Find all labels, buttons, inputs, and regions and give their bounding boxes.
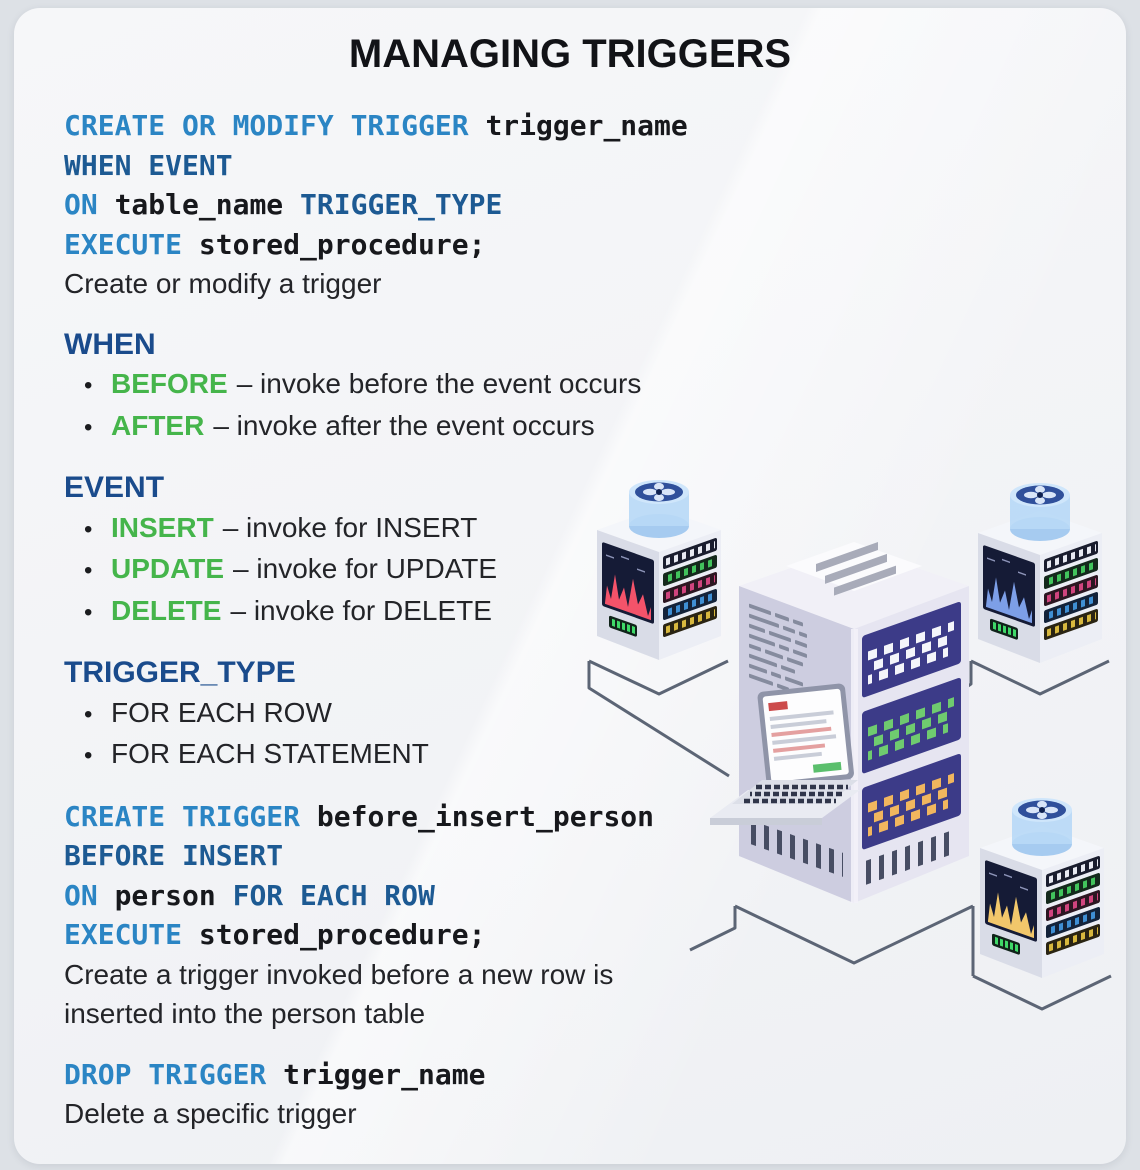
block-caption: inserted into the person table — [64, 998, 426, 1029]
syntax-block: CREATE OR MODIFY TRIGGER trigger_name WH… — [64, 106, 724, 304]
keyword: AFTER — [111, 409, 205, 441]
item-text: – invoke for UPDATE — [233, 553, 498, 584]
item-text: FOR EACH STATEMENT — [111, 738, 429, 769]
bullet-list: • FOR EACH ROW • FOR EACH STATEMENT — [64, 693, 724, 776]
keyword: BEFORE INSERT — [64, 839, 284, 872]
identifier: person — [114, 878, 233, 912]
block-caption: Delete a specific trigger — [64, 1098, 357, 1129]
keyword: ON — [64, 878, 115, 912]
bullet-icon: • — [84, 598, 93, 626]
code-line: ON person FOR EACH ROW — [64, 876, 724, 916]
list-item: • INSERT– invoke for INSERT — [64, 508, 724, 550]
code-line: CREATE OR MODIFY TRIGGER trigger_name — [64, 106, 724, 146]
code-line: CREATE TRIGGER before_insert_person — [64, 797, 724, 837]
bullet-icon: • — [84, 700, 93, 728]
bullet-icon: • — [84, 372, 93, 399]
list-item: • DELETE– invoke for DELETE — [64, 591, 724, 633]
list-item: • FOR EACH STATEMENT — [64, 734, 724, 776]
example-block: CREATE TRIGGER before_insert_person BEFO… — [64, 797, 724, 1034]
bullet-icon: • — [84, 742, 93, 769]
keyword: WHEN EVENT — [64, 148, 233, 182]
section-heading: EVENT — [64, 471, 165, 504]
keyword: UPDATE — [111, 553, 225, 584]
code-line: EXECUTE stored_procedure; — [64, 225, 724, 265]
trigger-type-section: TRIGGER_TYPE • FOR EACH ROW • FOR EACH STA… — [64, 653, 724, 776]
bullet-icon: • — [84, 413, 93, 441]
bullet-icon: • — [84, 557, 93, 584]
list-item: • FOR EACH ROW — [64, 693, 724, 735]
code-line: EXECUTE stored_procedure; — [64, 915, 724, 955]
keyword: TRIGGER_TYPE — [300, 188, 503, 221]
code-line: DROP TRIGGER trigger_name — [64, 1055, 724, 1095]
item-text: – invoke for INSERT — [222, 511, 478, 543]
server-unit-icon — [978, 483, 1102, 663]
keyword: INSERT — [111, 511, 214, 543]
identifier: trigger_name — [283, 1057, 486, 1091]
keyword: DELETE — [111, 594, 222, 626]
bullet-icon: • — [84, 515, 93, 543]
identifier: trigger_name — [485, 109, 688, 142]
keyword: ON — [64, 188, 115, 221]
drop-block: DROP TRIGGER trigger_name Delete a speci… — [64, 1055, 724, 1134]
item-text: – invoke for DELETE — [230, 594, 492, 626]
bullet-list: •INSERT– invoke for INSERT •UPDATE– invo… — [64, 508, 724, 633]
keyword: FOR EACH ROW — [232, 878, 435, 912]
code-line: WHEN EVENT — [64, 146, 724, 186]
section-heading: WHEN — [64, 327, 156, 361]
keyword: CREATE TRIGGER — [64, 799, 317, 833]
identifier: stored_procedure; — [198, 227, 486, 261]
list-item: • BEFORE – invoke before the event occurs — [64, 364, 724, 406]
tower-top-cap-icon — [786, 542, 922, 596]
event-section: EVENT • INSERT– invoke for INSERT • UPDATE… — [64, 468, 724, 632]
section-heading: TRIGGER_TYPE — [64, 656, 296, 689]
server-unit-icon — [980, 798, 1104, 978]
block-caption: Create a trigger invoked before a new ro… — [64, 958, 614, 990]
when-section: WHEN • BEFORE – invoke before the event oc… — [64, 325, 724, 448]
bullet-list: •BEFORE– invoke before the event occurs … — [64, 364, 724, 447]
identifier: stored_procedure; — [198, 918, 486, 951]
item-text: – invoke after the event occurs — [213, 409, 595, 441]
tower-display-panel-icon — [862, 601, 961, 885]
keyword: EXECUTE — [64, 918, 199, 951]
keyword: CREATE OR MODIFY TRIGGER — [64, 109, 486, 142]
keyword: EXECUTE — [64, 227, 199, 261]
identifier: table_name — [114, 188, 301, 221]
item-text: FOR EACH ROW — [111, 696, 332, 728]
item-text: – invoke before the event occurs — [236, 368, 642, 399]
server-tower-icon — [739, 542, 969, 903]
infographic-card: MANAGING TRIGGERS CREATE OR MODIFY TRIGG… — [14, 8, 1126, 1164]
laptop-icon — [710, 683, 860, 825]
block-caption: Create or modify a trigger — [64, 268, 382, 299]
identifier: before_insert_person — [316, 799, 655, 833]
text-column: CREATE OR MODIFY TRIGGER trigger_name WH… — [64, 106, 724, 1134]
list-item: • AFTER– invoke after the event occurs — [64, 406, 724, 448]
keyword: BEFORE — [111, 368, 228, 399]
keyword: DROP TRIGGER — [64, 1057, 284, 1091]
code-line: ON table_name TRIGGER_TYPE — [64, 185, 724, 225]
list-item: • UPDATE – invoke for UPDATE — [64, 549, 724, 591]
page-title: MANAGING TRIGGERS — [348, 32, 792, 76]
code-line: BEFORE INSERT — [64, 836, 724, 876]
